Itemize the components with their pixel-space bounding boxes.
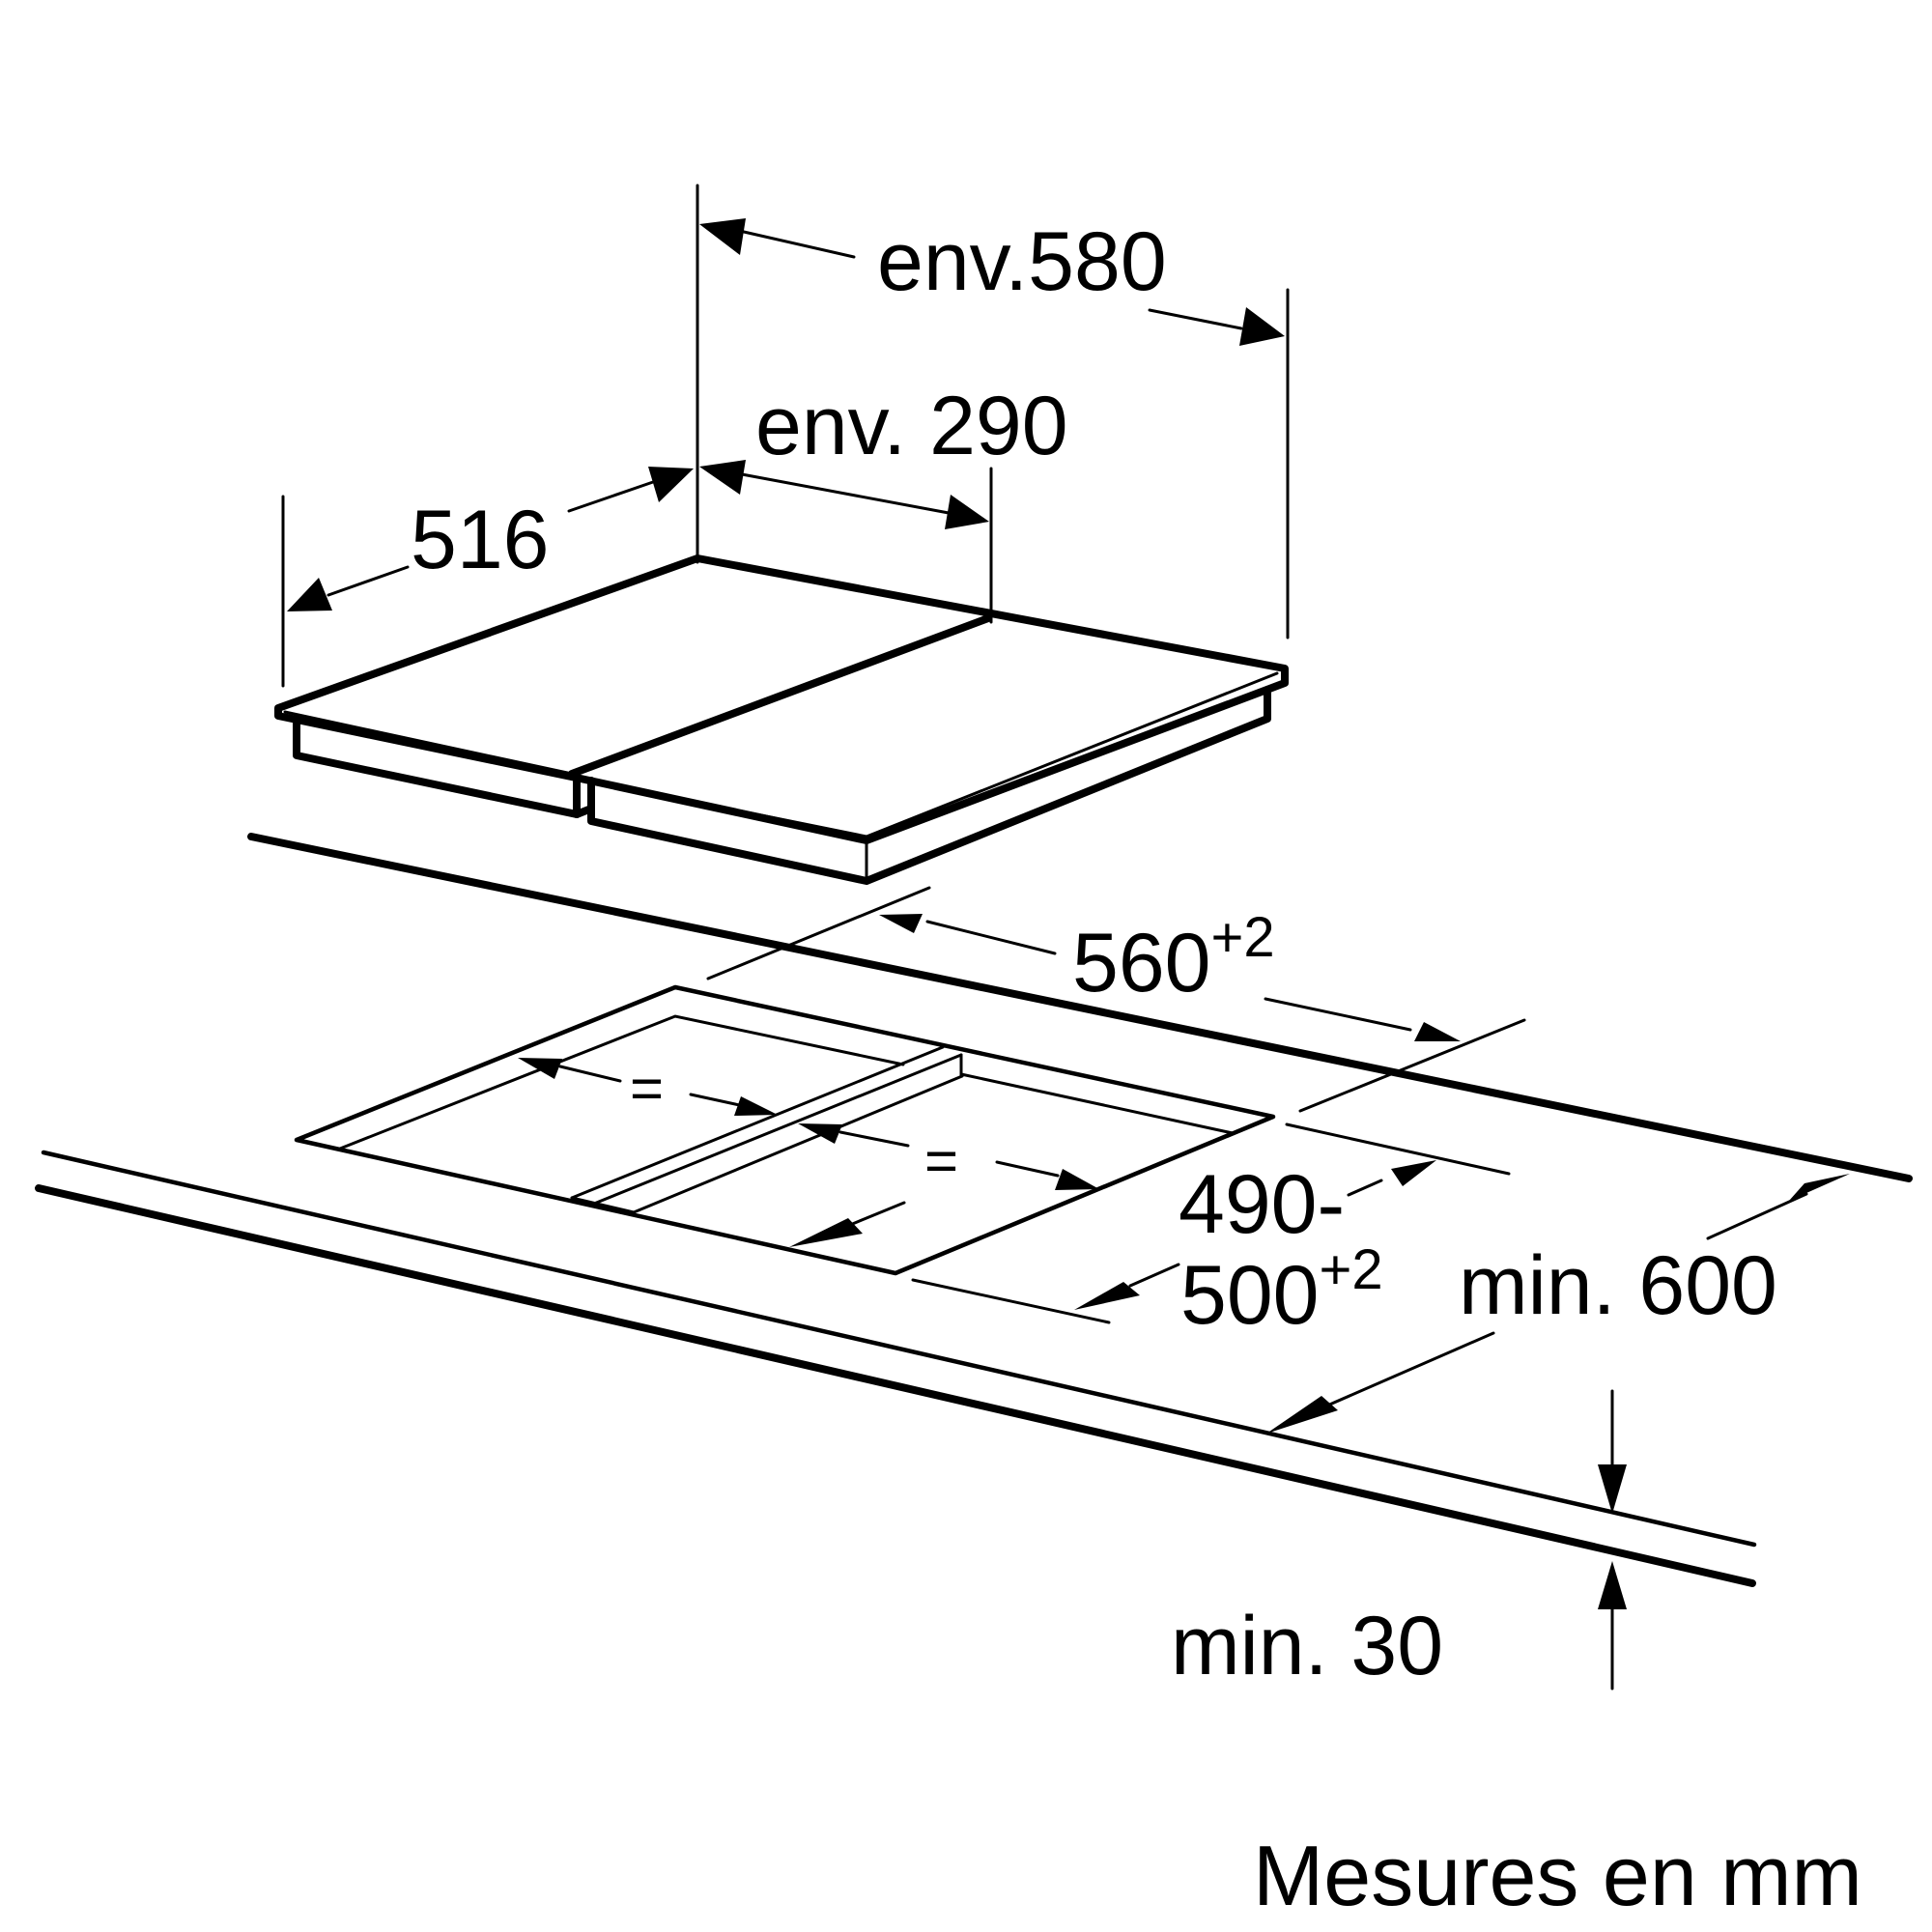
dimension-labels: env.580 env. 290 516 560+2 = = 490- 500+…	[411, 215, 1862, 1923]
hob-division-line	[568, 614, 992, 778]
arrowhead-560-left	[879, 914, 923, 933]
label-width-approx: env.580	[877, 215, 1167, 308]
hob-body-right	[587, 688, 1271, 885]
worktop-front-bottom-edge	[35, 1184, 1756, 1587]
cutout-divider-a	[570, 1045, 945, 1200]
arrowhead-290-right	[945, 495, 989, 529]
cutout-drawing	[294, 984, 1276, 1276]
worktop-back-edge	[247, 833, 1913, 1182]
label-depth: 516	[411, 494, 550, 586]
dim-490-bottom-a	[1128, 1263, 1180, 1288]
hob-rim-left	[283, 710, 574, 776]
arrowhead-290-left	[699, 460, 746, 495]
dimension-lines	[281, 184, 1850, 1690]
arrowhead-eq1-left	[518, 1058, 562, 1079]
cutout-outline	[294, 984, 1276, 1276]
hob-drawing	[274, 554, 1289, 885]
arrowhead-600-left	[1266, 1396, 1338, 1434]
worktop-front-top-edge	[41, 1150, 1757, 1548]
arrowhead-580-right	[1239, 307, 1285, 346]
arrowhead-580-left	[699, 218, 746, 255]
dim-600-left	[1310, 1331, 1495, 1414]
label-cutout-depth-base: 500	[1180, 1249, 1320, 1342]
label-cutout-width-tol: +2	[1211, 906, 1275, 969]
dim-eq1-right	[689, 1093, 746, 1108]
label-units-note: Mesures en mm	[1253, 1828, 1862, 1923]
ext-560-right	[1298, 1018, 1526, 1113]
label-half-width-approx: env. 290	[755, 380, 1068, 472]
label-cutout-width-base: 560	[1072, 917, 1211, 1009]
arrowhead-eq2-right	[1055, 1169, 1099, 1190]
dim-516-right	[567, 480, 655, 513]
cutout-divider-c	[632, 1074, 964, 1214]
arrowhead-30-top	[1598, 1464, 1627, 1514]
ext-490-top	[1285, 1122, 1511, 1176]
label-worktop-depth: min. 600	[1459, 1239, 1777, 1332]
arrowhead-490-inner	[789, 1218, 863, 1247]
dim-490-top	[1347, 1179, 1383, 1197]
ext-560-left	[706, 886, 931, 980]
arrowhead-600-right	[1789, 1174, 1850, 1201]
cutout-inner-right	[959, 1072, 1235, 1135]
cutout-divider-b	[592, 1053, 963, 1206]
cutout-inner-left	[338, 1014, 905, 1151]
dim-560-right	[1264, 997, 1412, 1032]
hob-rim-right	[579, 671, 1279, 838]
label-cutout-width: 560+2	[1072, 906, 1275, 1009]
dim-580-right	[1148, 308, 1243, 330]
dim-600-right	[1706, 1192, 1808, 1240]
dim-560-left	[925, 920, 1057, 955]
arrowhead-516-right	[648, 467, 694, 502]
hob-top-surface	[274, 554, 1289, 844]
arrowhead-eq1-right	[734, 1096, 778, 1116]
label-cutout-depth-line1: 490-	[1179, 1158, 1345, 1251]
label-equal-2: =	[924, 1128, 958, 1193]
dim-516-left	[327, 565, 410, 597]
dim-580-left	[742, 230, 856, 259]
arrowhead-490-top	[1391, 1160, 1436, 1186]
dim-eq2-left	[838, 1130, 910, 1148]
dim-290	[740, 472, 951, 515]
hob-body-left	[293, 715, 595, 818]
arrowhead-516-left	[287, 578, 332, 611]
arrowhead-eq2-left	[798, 1123, 842, 1144]
dim-490-inner	[848, 1201, 906, 1227]
worktop-drawing	[35, 833, 1913, 1587]
arrowhead-30-bottom	[1598, 1561, 1627, 1609]
label-cutout-depth-line2: 500+2	[1180, 1238, 1383, 1342]
label-cutout-depth-tol: +2	[1320, 1238, 1383, 1301]
dim-eq2-right	[995, 1160, 1060, 1178]
arrowhead-490-bottom	[1074, 1282, 1140, 1310]
arrowhead-560-right	[1414, 1022, 1461, 1041]
label-worktop-thickness: min. 30	[1171, 1600, 1443, 1692]
label-equal-1: =	[630, 1056, 664, 1121]
dim-eq1-left	[558, 1065, 622, 1083]
ext-490-bottom	[911, 1278, 1111, 1324]
cutout-divider-e	[570, 1196, 636, 1214]
